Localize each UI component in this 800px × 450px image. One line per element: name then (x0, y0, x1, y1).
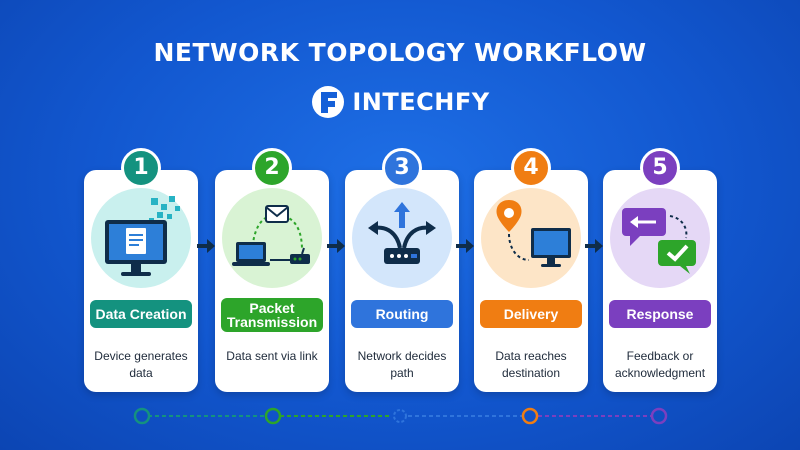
tracker-node-2 (264, 407, 282, 425)
monitor-document-icon (105, 196, 180, 276)
arrow-right-icon (327, 239, 345, 253)
arrow-right-icon (456, 239, 474, 253)
brand: INTECHFY (0, 84, 800, 120)
f-letter-logo-icon (312, 86, 345, 118)
router-branch-arrows-icon (368, 202, 436, 264)
step-3-number-badge: 3 (382, 148, 422, 188)
step-3-label: Routing (351, 300, 453, 328)
step-5-description: Feedback or acknowledgment (614, 349, 706, 380)
step-4-illustration (481, 188, 581, 288)
step-5-label: Response (609, 300, 711, 328)
tracker-node-1 (133, 407, 151, 425)
step-1-number-badge: 1 (121, 148, 161, 188)
tracker-node-5 (650, 407, 668, 425)
step-card-4: Delivery Data reaches destination (474, 170, 588, 392)
step-5-number-badge: 5 (640, 148, 680, 188)
arrow-right-icon (585, 239, 603, 253)
step-3-illustration (352, 188, 452, 288)
step-4-description: Data reaches destination (495, 349, 567, 380)
step-card-3: Routing Network decides path (345, 170, 459, 392)
step-2-number-badge: 2 (252, 148, 292, 188)
step-2-illustration (222, 188, 322, 288)
step-5-illustration (610, 188, 710, 288)
step-3-description: Network decides path (357, 349, 447, 380)
laptop-envelope-router-icon (232, 205, 310, 266)
tracker-node-4 (521, 407, 539, 425)
page-title: NETWORK TOPOLOGY WORKFLOW (153, 38, 647, 67)
progress-tracker (133, 407, 668, 425)
step-1-label: Data Creation (90, 300, 192, 328)
step-card-5: Response Feedback or acknowledgment (603, 170, 717, 392)
brand-name: INTECHFY (352, 88, 490, 116)
tracker-node-3 (393, 409, 407, 423)
step-2-description: Data sent via link (226, 349, 318, 363)
step-4-label: Delivery (480, 300, 582, 328)
step-1-illustration (91, 188, 191, 288)
step-2-label: Packet Transmission (221, 298, 323, 332)
location-pin-monitor-icon (496, 200, 571, 267)
step-card-2: Packet Transmission Data sent via link (215, 170, 329, 392)
chat-bubbles-check-icon (622, 208, 696, 274)
arrow-right-icon (197, 239, 215, 253)
step-1-description: Device generates data (94, 349, 188, 380)
step-4-number-badge: 4 (511, 148, 551, 188)
step-card-1: Data Creation Device generates data (84, 170, 198, 392)
